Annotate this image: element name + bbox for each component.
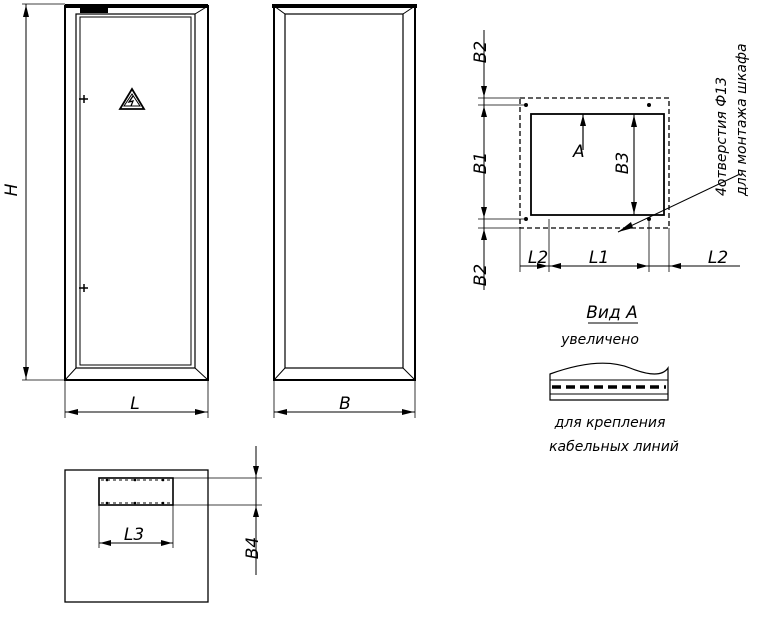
plinth-top-view: L3 B4 <box>64 446 263 603</box>
dim-label-l3: L3 <box>124 525 144 545</box>
dim-label-b1: B1 <box>471 152 491 174</box>
high-voltage-warning-icon <box>118 87 146 110</box>
cabinet-front-top-cap <box>65 4 208 8</box>
door-panel <box>79 16 192 366</box>
dimension-b <box>273 380 416 418</box>
dim-label-l: L <box>130 394 139 414</box>
dimension-h <box>22 3 65 381</box>
cable-rail-profile <box>549 362 669 401</box>
view-a-arrow <box>580 114 586 150</box>
corner-line-bottom-left <box>64 367 77 381</box>
door-frame <box>75 13 196 369</box>
hinge-top-icon <box>79 95 88 103</box>
cable-opening <box>530 113 665 216</box>
cabinet-front-outline <box>64 5 209 381</box>
side-view: B <box>272 4 417 418</box>
view-a-detail: Вид А увеличено для крепления кабельных … <box>549 303 679 455</box>
plinth-cable-slot <box>98 477 174 506</box>
dimension-l-chain <box>519 219 740 272</box>
mount-hole-2 <box>647 103 651 107</box>
dim-label-h: H <box>2 183 22 196</box>
base-plan-view: B2 B1 B2 A B3 L2 L1 L2 <box>471 30 750 290</box>
fixing-note-line2: кабельных линий <box>549 439 679 455</box>
view-a-title: Вид А <box>586 303 638 323</box>
dim-label-l1: L1 <box>589 248 609 268</box>
dim-label-b2-bottom: B2 <box>471 264 491 286</box>
dimension-b-chain <box>478 30 526 290</box>
view-a-subtitle: увеличено <box>560 332 639 348</box>
fixing-note-line1: для крепления <box>554 415 666 431</box>
cabinet-side-top-cap <box>272 4 417 8</box>
dimension-b3 <box>631 114 637 215</box>
side-inner-frame <box>284 13 404 369</box>
nameplate <box>80 7 108 13</box>
dim-label-b2-top: B2 <box>471 41 491 63</box>
corner-line-top <box>194 5 209 15</box>
dim-label-b3: B3 <box>613 152 633 174</box>
holes-note-line2: для монтажа шкафа <box>734 43 750 197</box>
front-view: H L <box>2 3 209 418</box>
plinth-outline <box>64 469 209 603</box>
dimension-l <box>64 380 209 418</box>
hinge-bottom-icon <box>79 284 88 292</box>
dim-label-l2-right: L2 <box>708 248 728 268</box>
base-outline-dashed <box>519 97 670 229</box>
cabinet-side-outline <box>273 5 416 381</box>
dim-label-l2-left: L2 <box>528 248 548 268</box>
dimension-l3 <box>98 505 174 548</box>
holes-note-line1: 4отверстия Ф13 <box>714 77 730 196</box>
dimension-b4 <box>173 446 262 575</box>
view-a-label: A <box>572 142 585 162</box>
dim-label-b4: B4 <box>243 537 263 559</box>
holes-leader <box>617 173 741 233</box>
dim-label-b: B <box>339 394 351 414</box>
corner-line-bottom <box>194 367 209 381</box>
